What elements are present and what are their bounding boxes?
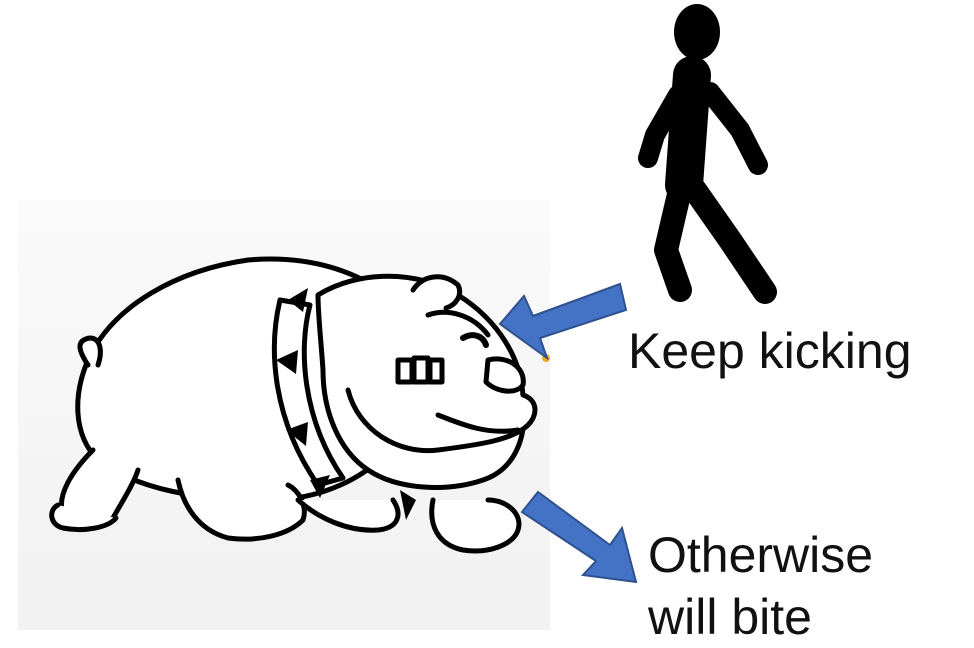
- otherwise-will-bite-label: Otherwise will bite: [648, 524, 968, 648]
- keep-kicking-label: Keep kicking: [628, 326, 912, 376]
- arrow-down-right-icon: [522, 492, 636, 582]
- arrow-left-icon: [500, 284, 626, 358]
